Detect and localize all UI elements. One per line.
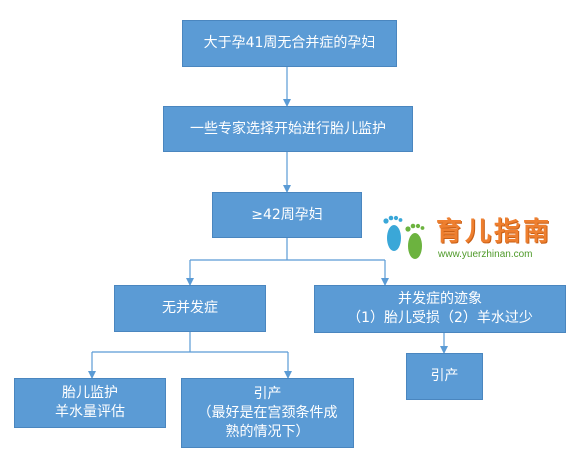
node-complication-signs: 并发症的迹象 （1）胎儿受损（2）羊水过少 (314, 285, 566, 333)
edge-no-complication-split (92, 332, 288, 353)
node-no-complication: 无并发症 (114, 285, 266, 332)
footprints-icon (383, 215, 425, 259)
edge-week42-split (190, 238, 385, 261)
node-monitor-assess: 胎儿监护 羊水量评估 (14, 378, 166, 428)
logo-url: www.yuerzhinan.com (438, 249, 533, 260)
node-week42: ≥42周孕妇 (212, 192, 362, 238)
node-induction: 引产 (406, 353, 483, 400)
logo-title: 育儿指南 (436, 217, 553, 247)
node-induction-conditional: 引产 （最好是在宫颈条件成 熟的情况下） (181, 378, 354, 448)
node-fetal-monitoring: 一些专家选择开始进行胎儿监护 (163, 106, 413, 152)
node-start: 大于孕41周无合并症的孕妇 (182, 20, 397, 67)
yuerzhinan-logo: 育儿指南 www.yuerzhinan.com (378, 208, 568, 268)
